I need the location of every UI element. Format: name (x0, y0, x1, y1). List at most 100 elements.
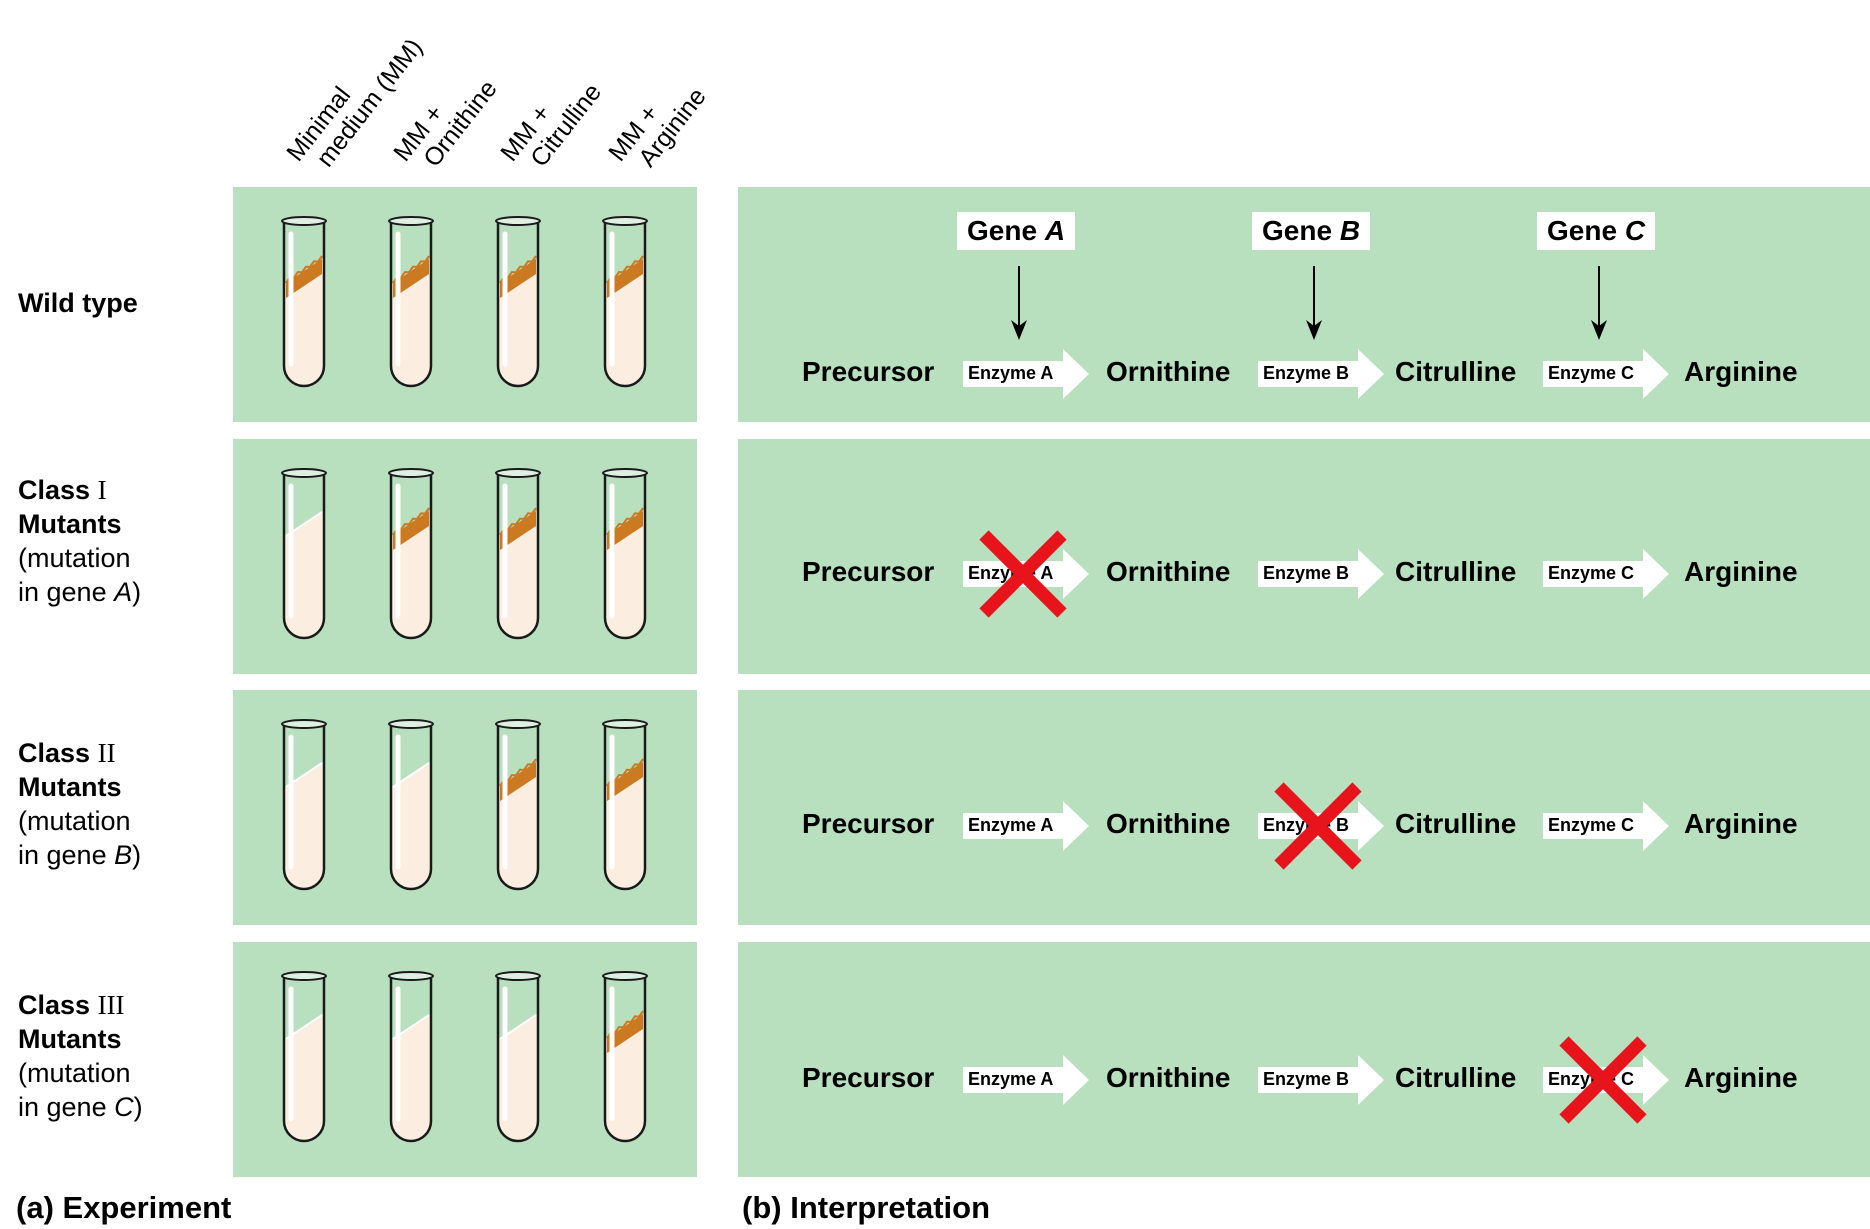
row-label-class-1: Class I Mutants (mutation in gene A) (18, 473, 141, 609)
metabolite-arginine: Arginine (1684, 356, 1798, 387)
row-label-gene-prefix: in gene (18, 1092, 115, 1122)
gene-prefix: Gene (967, 215, 1045, 246)
caption-text: Experiment (62, 1190, 232, 1225)
enzyme-arrow-icon (963, 801, 1089, 851)
row-label-roman: II (97, 738, 116, 768)
down-arrow-icon (1591, 266, 1607, 340)
test-tube-no-growth (281, 719, 327, 891)
test-tube-growth (602, 971, 648, 1143)
enzyme-arrow-icon (963, 349, 1089, 399)
test-tube-growth (495, 468, 541, 640)
test-tube-no-growth (281, 468, 327, 640)
test-tube-growth (281, 216, 327, 388)
row-label-gene: B (114, 840, 133, 870)
row-label-roman: I (97, 475, 107, 505)
gene-label-b: Gene B (1252, 212, 1371, 250)
test-tube-no-growth (495, 971, 541, 1143)
row-label-gene-suffix: ) (132, 840, 142, 870)
row-label-class-3: Class III Mutants (mutation in gene C) (18, 988, 143, 1124)
test-tube-growth (495, 719, 541, 891)
gene-label-a: Gene A (957, 212, 1076, 250)
enzyme-arrow-icon (1543, 349, 1669, 399)
row-label-gene-suffix: ) (132, 577, 142, 607)
metabolite-ornithine: Ornithine (1106, 556, 1231, 587)
row-label-mutation: (mutation (18, 543, 131, 573)
row-label-mutation: (mutation (18, 806, 131, 836)
metabolite-arginine: Arginine (1684, 1062, 1798, 1093)
test-tube-no-growth (388, 971, 434, 1143)
test-tube-growth (495, 216, 541, 388)
blocked-x-icon (979, 530, 1067, 618)
gene-prefix: Gene (1547, 215, 1625, 246)
test-tube-growth (602, 468, 648, 640)
row-label-gene: A (114, 577, 133, 607)
row-label-mutants: Mutants (18, 772, 122, 802)
row-label-gene: C (114, 1092, 134, 1122)
metabolite-precursor: Precursor (802, 808, 935, 839)
row-label-class: Class (18, 990, 91, 1020)
gene-letter: A (1044, 215, 1066, 246)
metabolite-precursor: Precursor (802, 356, 935, 387)
interpretation-panel-class-1 (738, 439, 1870, 674)
blocked-x-icon (1559, 1036, 1647, 1124)
caption-letter: (a) (16, 1190, 54, 1225)
test-tube-growth (602, 216, 648, 388)
row-label-roman: III (97, 990, 125, 1020)
enzyme-label-a: Enzyme A (968, 1069, 1054, 1089)
enzyme-label-b: Enzyme B (1263, 363, 1350, 383)
gene-letter: C (1624, 215, 1646, 246)
down-arrow-icon (1011, 266, 1027, 340)
test-tube-growth (388, 468, 434, 640)
row-label-wild-type: Wild type (18, 286, 138, 320)
gene-prefix: Gene (1262, 215, 1340, 246)
metabolite-ornithine: Ornithine (1106, 808, 1231, 839)
gene-label-c: Gene C (1537, 212, 1656, 250)
enzyme-arrow-icon (1543, 801, 1669, 851)
row-label-class-2: Class II Mutants (mutation in gene B) (18, 736, 141, 872)
row-label-gene-prefix: in gene (18, 840, 115, 870)
down-arrow-icon (1306, 266, 1322, 340)
row-label-class: Class (18, 738, 91, 768)
caption-letter: (b) (742, 1190, 782, 1225)
enzyme-label-c: Enzyme C (1548, 815, 1635, 835)
enzyme-arrow-icon (1258, 549, 1384, 599)
enzyme-label-a: Enzyme A (968, 363, 1054, 383)
row-label-class: Class (18, 475, 91, 505)
caption-text: Interpretation (790, 1190, 991, 1225)
enzyme-label-b: Enzyme B (1263, 563, 1350, 583)
metabolite-arginine: Arginine (1684, 556, 1798, 587)
enzyme-label-c: Enzyme C (1548, 563, 1635, 583)
metabolite-citrulline: Citrulline (1395, 1062, 1517, 1093)
row-label-mutants: Mutants (18, 509, 122, 539)
test-tube-growth (602, 719, 648, 891)
enzyme-arrow-icon (1543, 549, 1669, 599)
row-label-gene-prefix: in gene (18, 577, 115, 607)
caption-experiment: (a) Experiment (16, 1190, 231, 1226)
metabolite-precursor: Precursor (802, 1062, 935, 1093)
enzyme-arrow-icon (1258, 1055, 1384, 1105)
test-tube-growth (388, 216, 434, 388)
enzyme-label-a: Enzyme A (968, 815, 1054, 835)
metabolite-arginine: Arginine (1684, 808, 1798, 839)
metabolite-citrulline: Citrulline (1395, 808, 1517, 839)
row-label-gene-suffix: ) (133, 1092, 143, 1122)
metabolite-ornithine: Ornithine (1106, 356, 1231, 387)
row-label-title: Wild type (18, 288, 138, 318)
row-label-mutation: (mutation (18, 1058, 131, 1088)
enzyme-label-c: Enzyme C (1548, 363, 1635, 383)
metabolite-citrulline: Citrulline (1395, 556, 1517, 587)
metabolite-ornithine: Ornithine (1106, 1062, 1231, 1093)
metabolite-precursor: Precursor (802, 556, 935, 587)
caption-interpretation: (b) Interpretation (742, 1190, 990, 1226)
test-tube-no-growth (281, 971, 327, 1143)
metabolite-citrulline: Citrulline (1395, 356, 1517, 387)
enzyme-arrow-icon (963, 1055, 1089, 1105)
column-header-4: MM +Arginine (603, 67, 711, 184)
row-label-mutants: Mutants (18, 1024, 122, 1054)
gene-letter: B (1339, 215, 1361, 246)
interpretation-panel-class-3 (738, 942, 1870, 1177)
enzyme-label-b: Enzyme B (1263, 1069, 1350, 1089)
test-tube-no-growth (388, 719, 434, 891)
blocked-x-icon (1274, 782, 1362, 870)
enzyme-arrow-icon (1258, 349, 1384, 399)
